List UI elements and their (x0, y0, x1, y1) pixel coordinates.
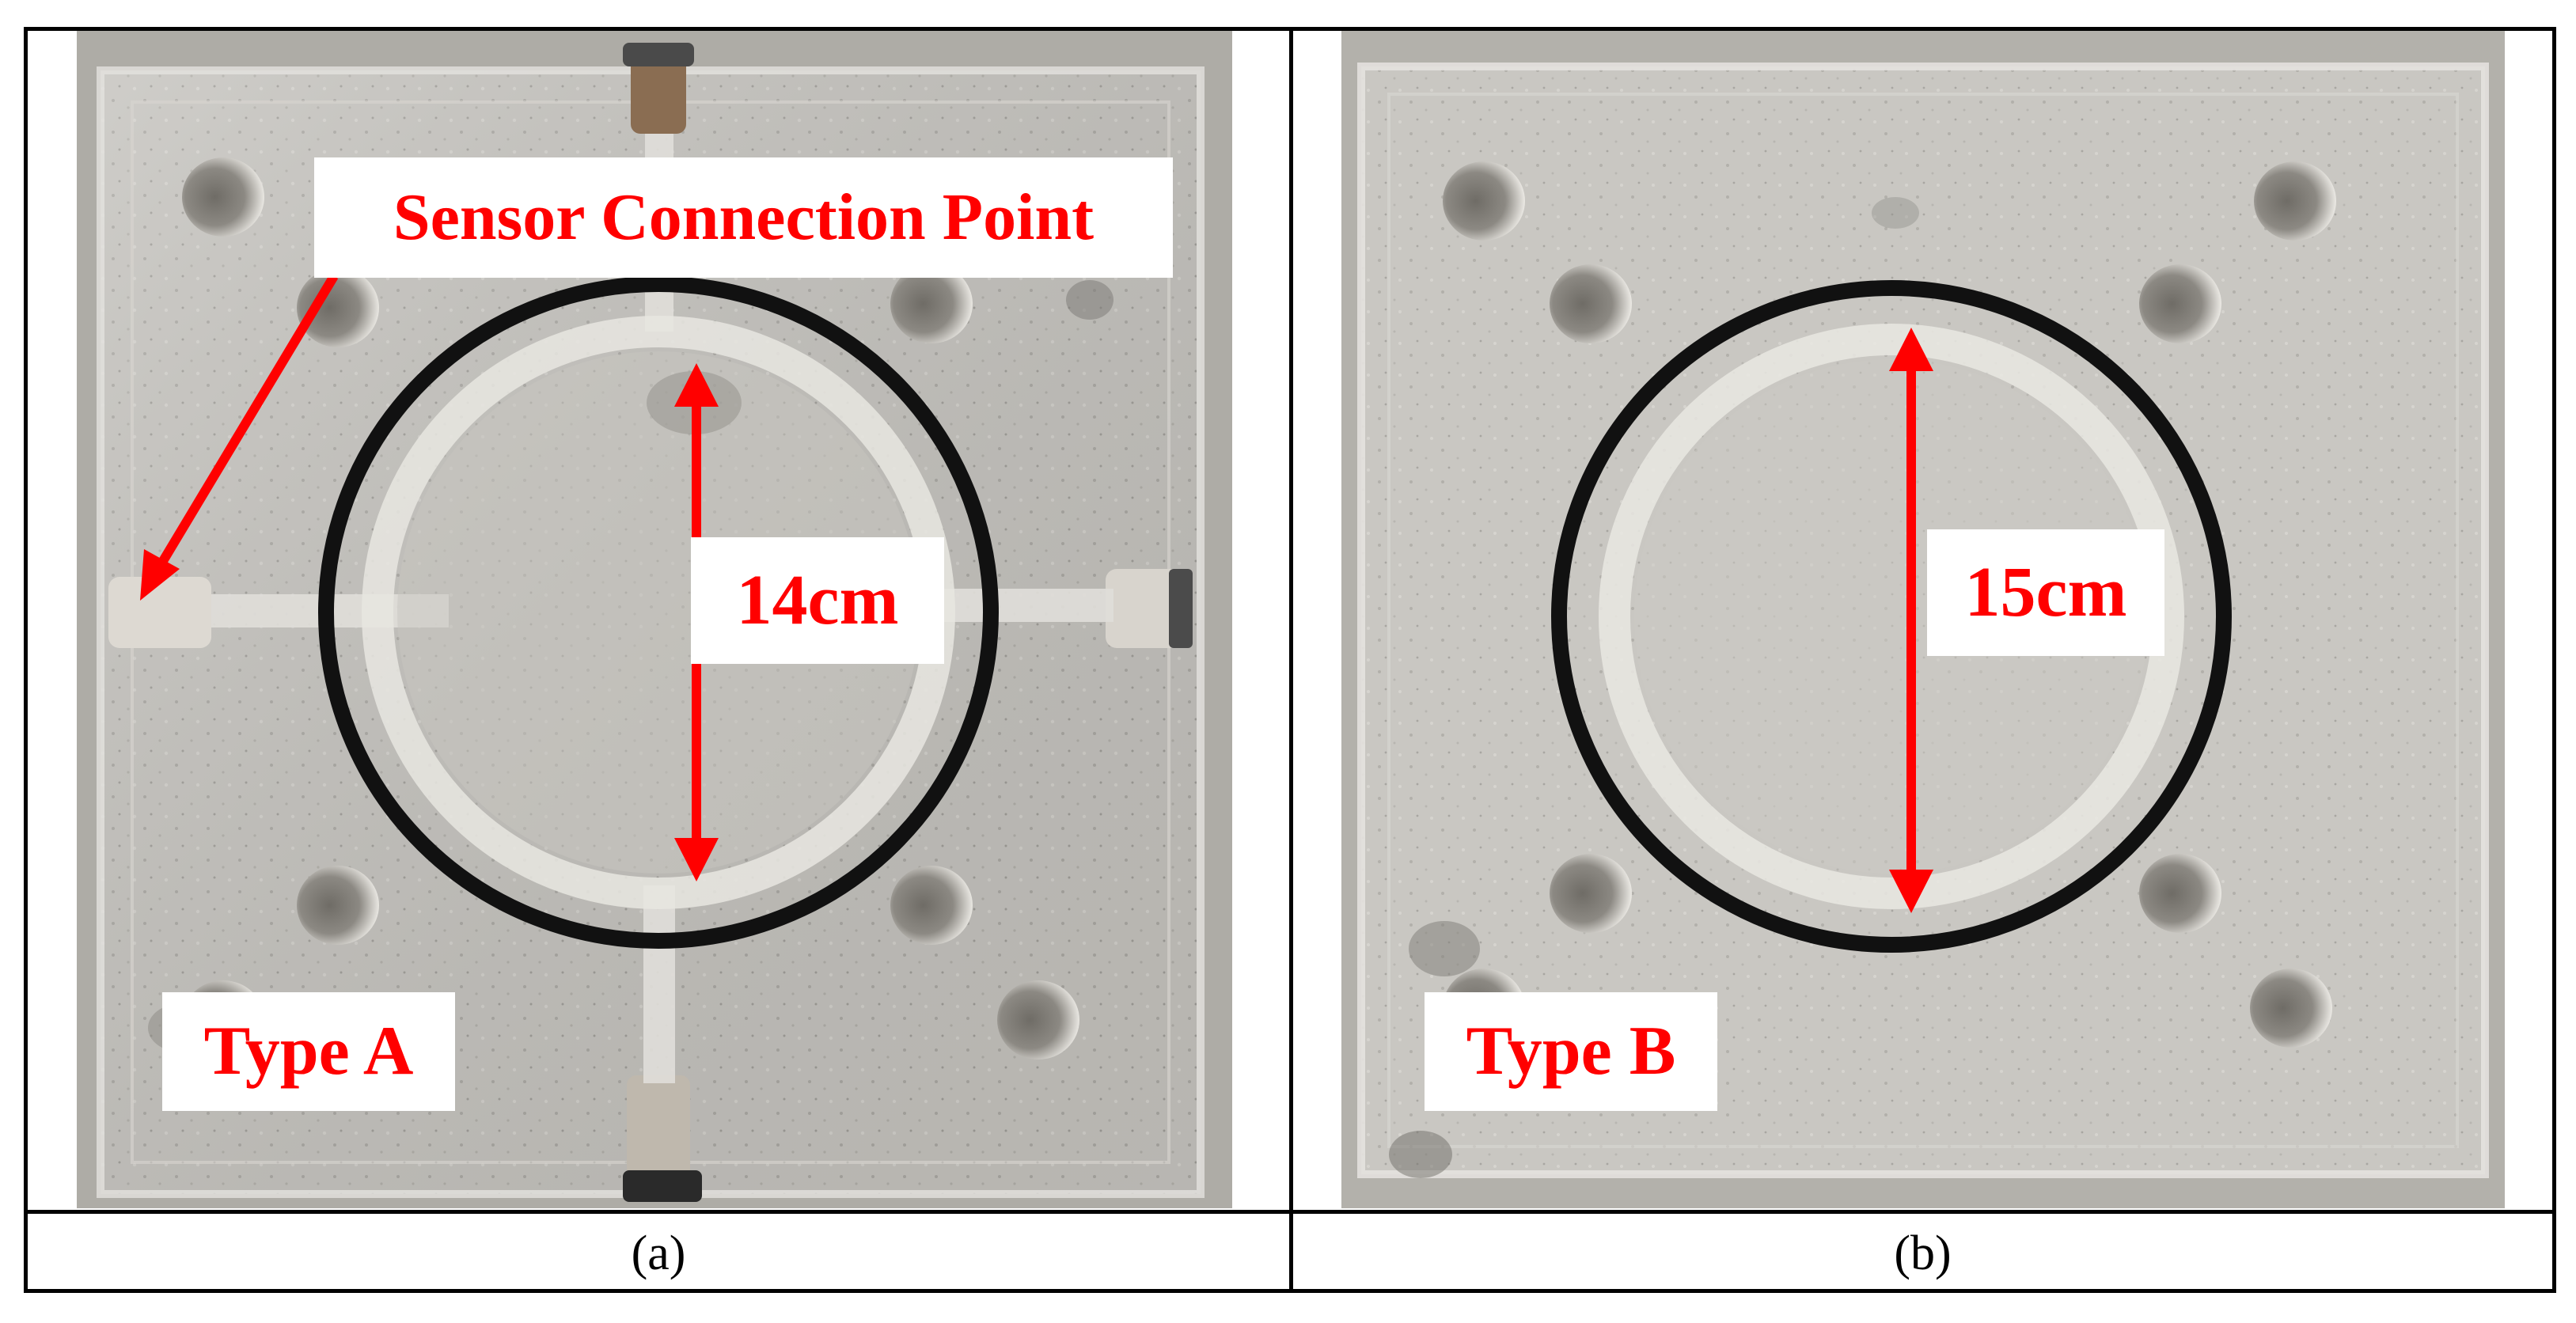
caption-divider (28, 1210, 2552, 1214)
column-divider (1289, 31, 1293, 1289)
bottom-connector (627, 1075, 690, 1186)
type-b-label: Type B (1425, 992, 1717, 1111)
caption-a: (a) (631, 1226, 686, 1280)
caption-b: (b) (1894, 1226, 1952, 1280)
diameter-label-b: 15cm (1927, 529, 2164, 656)
o-ring (1551, 280, 2232, 953)
type-a-label: Type A (162, 992, 455, 1111)
bolt-holes (1443, 161, 2336, 1048)
sensor-connection-label: Sensor Connection Point (314, 157, 1173, 278)
diameter-arrow (1889, 328, 1933, 913)
left-connector (108, 577, 211, 648)
figure-table: Sensor Connection Point 14cm Type A 15cm… (24, 27, 2556, 1293)
diameter-label-a: 14cm (691, 537, 944, 664)
sensor-pointer-arrow (140, 273, 339, 601)
top-connector (631, 47, 686, 134)
o-ring (318, 276, 999, 949)
inner-ring (1599, 324, 2184, 909)
